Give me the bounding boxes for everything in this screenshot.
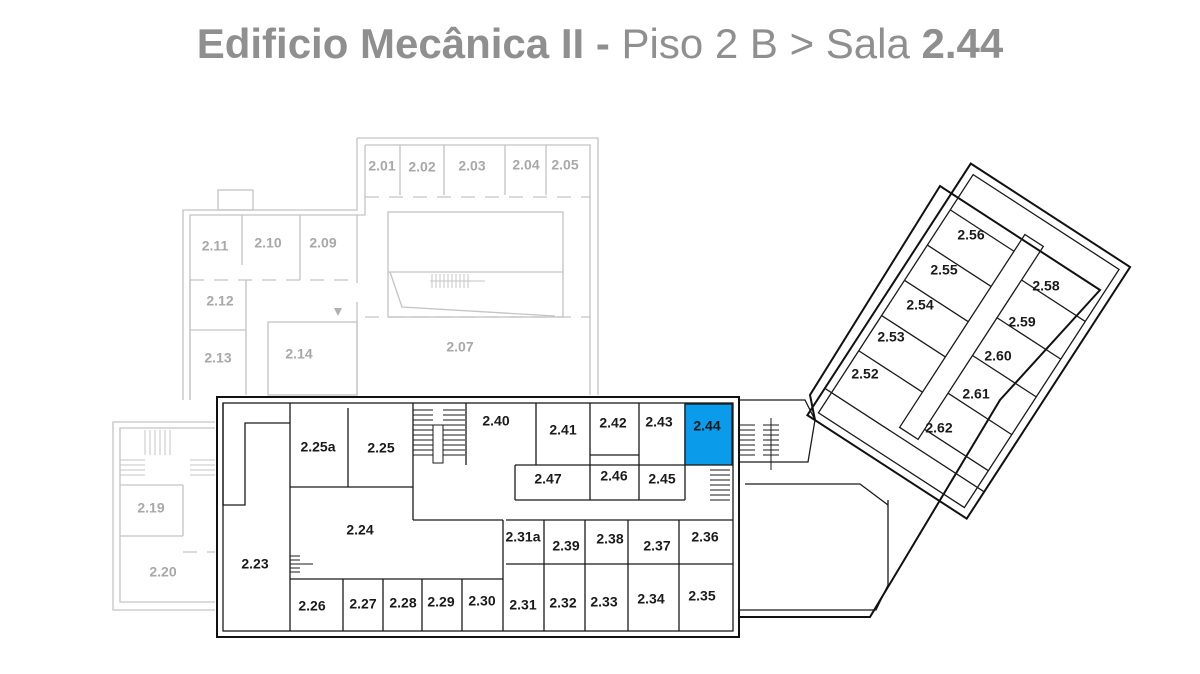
floor-name: Piso 2 B (621, 20, 778, 67)
room-label-2-39[interactable]: 2.39 (552, 538, 579, 554)
stairs-west (120, 430, 215, 476)
title-separator: - (584, 20, 622, 67)
room-label-2-60[interactable]: 2.60 (984, 348, 1011, 364)
stairs-east (710, 469, 730, 501)
room-label-2-26[interactable]: 2.26 (298, 598, 325, 614)
room-label-2-55[interactable]: 2.55 (930, 262, 957, 278)
room-label-2-40[interactable]: 2.40 (482, 413, 509, 429)
stair-core-east (739, 399, 816, 470)
room-label-2-27[interactable]: 2.27 (349, 596, 376, 612)
marker-icon (334, 308, 342, 316)
breadcrumb-arrow: > (777, 20, 826, 67)
stairs-small-224 (290, 555, 313, 573)
room-label-2-28[interactable]: 2.28 (389, 595, 416, 611)
room-label-2-03[interactable]: 2.03 (458, 158, 485, 174)
room-label-2-61[interactable]: 2.61 (962, 386, 989, 402)
stairs-main (413, 409, 465, 464)
room-label-2-59[interactable]: 2.59 (1008, 314, 1035, 330)
room-label-2-34[interactable]: 2.34 (637, 591, 664, 607)
room-label-2-58[interactable]: 2.58 (1032, 278, 1059, 294)
room-label-2-19[interactable]: 2.19 (137, 500, 164, 516)
room-label-2-42[interactable]: 2.42 (599, 415, 626, 431)
room-label-2-09[interactable]: 2.09 (309, 235, 336, 251)
room-label-2-30[interactable]: 2.30 (468, 593, 495, 609)
building-name: Edificio Mecânica II (196, 20, 585, 67)
room-labels-inactive: 2.01 2.02 2.03 2.04 2.05 2.11 2.10 2.09 2.12 2.13… (137, 157, 578, 580)
room-label-2-20[interactable]: 2.20 (149, 564, 176, 580)
room-label-2-36[interactable]: 2.36 (691, 529, 718, 545)
room-label-2-01[interactable]: 2.01 (368, 158, 395, 174)
room-label-2-38[interactable]: 2.38 (596, 531, 623, 547)
room-label-2-37[interactable]: 2.37 (643, 538, 670, 554)
room-label-2-46[interactable]: 2.46 (600, 468, 627, 484)
room-labels-active: 2.25a 2.25 2.40 2.41 2.42 2.43 2.44 2.47 2.46 2.4… (241, 227, 1059, 614)
room-label-2-02[interactable]: 2.02 (408, 159, 435, 175)
room-label-2-25a[interactable]: 2.25a (300, 439, 335, 455)
room-label-2-44[interactable]: 2.44 (693, 418, 720, 434)
room-label-2-52[interactable]: 2.52 (851, 366, 878, 382)
room-label-2-24[interactable]: 2.24 (346, 522, 373, 538)
room-label-2-43[interactable]: 2.43 (645, 414, 672, 430)
room-label-2-23[interactable]: 2.23 (241, 556, 268, 572)
room-label-2-05[interactable]: 2.05 (551, 157, 578, 173)
inactive-building-west (112, 421, 215, 611)
room-label-2-31[interactable]: 2.31 (509, 597, 536, 613)
room-2-44-highlight[interactable] (684, 403, 733, 466)
room-label-2-33[interactable]: 2.33 (590, 594, 617, 610)
page-title: Edificio Mecânica II - Piso 2 B > Sala 2… (0, 20, 1200, 68)
room-label-2-11[interactable]: 2.11 (202, 238, 229, 254)
room-label-2-14[interactable]: 2.14 (285, 346, 312, 362)
room-prefix: Sala (825, 20, 922, 67)
active-building-northeast (805, 162, 1132, 521)
room-label-2-41[interactable]: 2.41 (549, 422, 576, 438)
room-label-2-04[interactable]: 2.04 (512, 157, 539, 173)
room-label-2-56[interactable]: 2.56 (957, 227, 984, 243)
room-label-2-25[interactable]: 2.25 (367, 440, 394, 456)
room-label-2-53[interactable]: 2.53 (877, 329, 904, 345)
room-label-2-10[interactable]: 2.10 (254, 235, 281, 251)
active-building-southeast (738, 184, 1102, 618)
room-label-2-12[interactable]: 2.12 (206, 293, 233, 309)
room-label-2-29[interactable]: 2.29 (427, 594, 454, 610)
room-label-2-35[interactable]: 2.35 (688, 588, 715, 604)
inactive-building-north (182, 137, 599, 400)
room-label-2-54[interactable]: 2.54 (906, 297, 933, 313)
room-label-2-47[interactable]: 2.47 (534, 471, 561, 487)
room-label-2-07[interactable]: 2.07 (446, 339, 473, 355)
stairs-north (430, 274, 485, 288)
room-label-2-32[interactable]: 2.32 (549, 595, 576, 611)
selected-room-number: 2.44 (921, 20, 1004, 67)
room-label-2-45[interactable]: 2.45 (648, 471, 675, 487)
room-label-2-62[interactable]: 2.62 (925, 420, 952, 436)
room-label-2-31a[interactable]: 2.31a (505, 529, 540, 545)
room-label-2-13[interactable]: 2.13 (204, 350, 231, 366)
